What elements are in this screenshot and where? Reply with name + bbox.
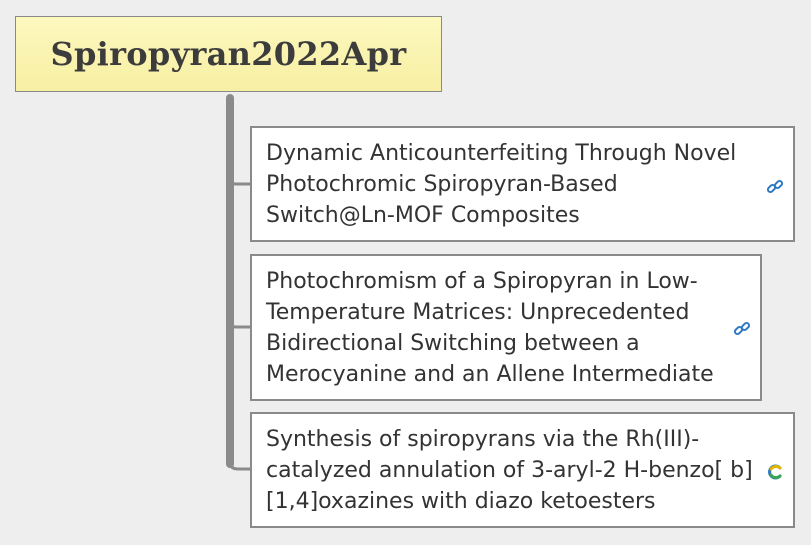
link-icon[interactable] — [733, 320, 751, 338]
topic-line: Photochromic Spiropyran-Based — [266, 172, 618, 197]
root-title: Spiropyran2022Apr — [50, 35, 407, 73]
topic-line: Merocyanine and an Allene Intermediate — [266, 362, 714, 387]
topic-synthesis-spiropyrans[interactable]: Synthesis of spiropyrans via the Rh(III)… — [250, 412, 795, 528]
root-topic[interactable]: Spiropyran2022Apr — [15, 16, 442, 92]
topic-line: Temperature Matrices: Unprecedented — [266, 300, 690, 325]
topic-line: Bidirectional Switching between a — [266, 331, 640, 356]
topic-line: [1,4]oxazines with diazo ketoesters — [266, 489, 656, 514]
topic-line: Synthesis of spiropyrans via the Rh(III)… — [266, 427, 700, 452]
link-icon[interactable] — [766, 178, 784, 196]
topic-dynamic-anticounterfeiting[interactable]: Dynamic Anticounterfeiting Through Novel… — [250, 126, 795, 242]
topic-line: catalyzed annulation of 3-aryl-2 H-benzo… — [266, 458, 753, 483]
topic-line: Photochromism of a Spiropyran in Low- — [266, 269, 698, 294]
topic-photochromism-low-temperature[interactable]: Photochromism of a Spiropyran in Low- Te… — [250, 254, 762, 401]
citation-icon[interactable] — [767, 463, 785, 481]
topic-line: Switch@Ln-MOF Composites — [266, 203, 580, 228]
topic-line: Dynamic Anticounterfeiting Through Novel — [266, 141, 737, 166]
